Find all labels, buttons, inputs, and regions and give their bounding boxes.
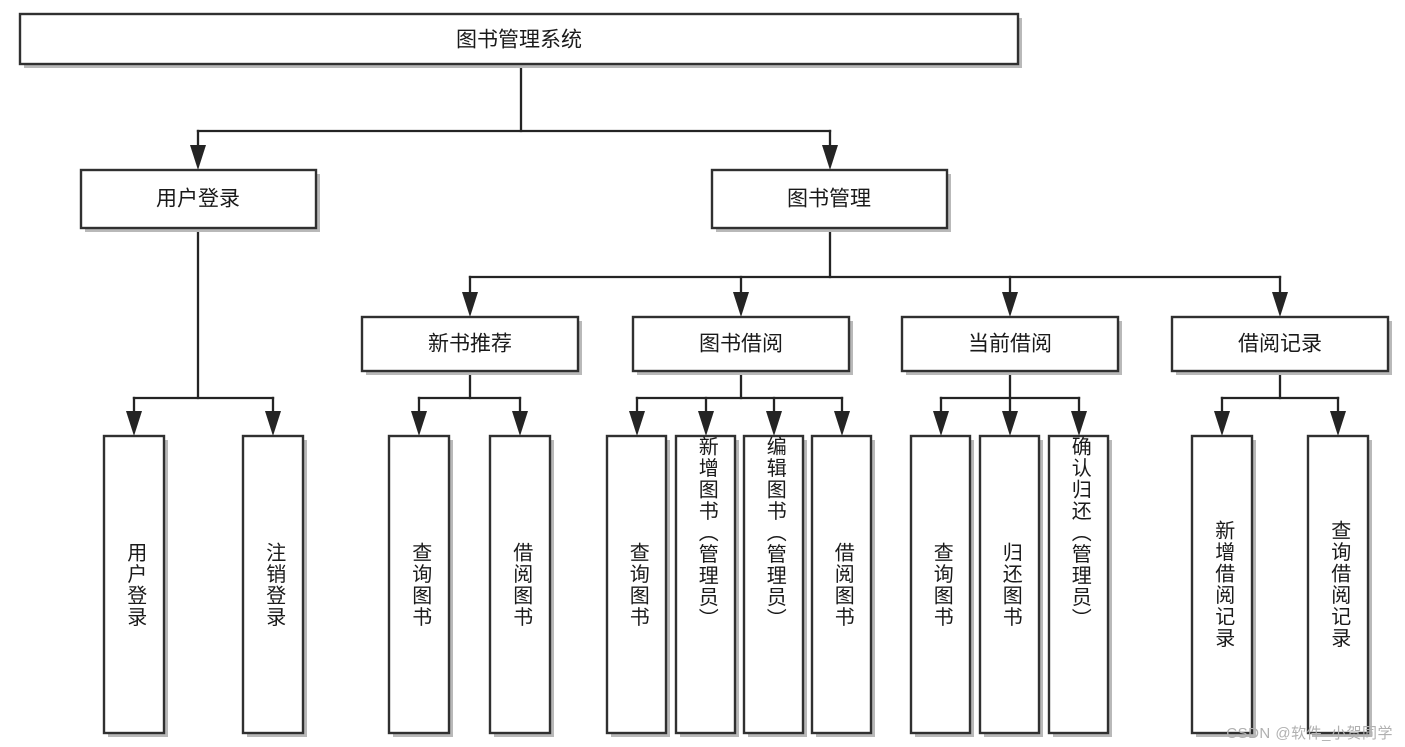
user-login-box — [79, 168, 318, 230]
arrow-newbook-leaf-1 — [411, 411, 427, 436]
leaf-node-book-borrow-4[interactable] — [810, 434, 875, 737]
leaf-node-current-borrow-2[interactable] — [978, 434, 1043, 737]
arrow-bookborrow-leaf-2 — [698, 411, 714, 436]
arrow-borrowrecord-leaf-1 — [1214, 411, 1230, 436]
arrow-to-borrow-record — [1272, 292, 1288, 317]
arrow-to-book-manage — [822, 145, 838, 170]
borrow-record-box — [1170, 315, 1390, 373]
leaf-box — [742, 434, 805, 735]
leaf-box — [605, 434, 668, 735]
user-login-label: 用户登录 — [156, 188, 240, 211]
book-manage-label: 图书管理 — [787, 188, 871, 211]
node-user-login[interactable]: 用户登录 — [79, 168, 320, 232]
csdn-watermark: CSDN @软件_小贺同学 — [1226, 725, 1393, 742]
edge-layer — [126, 66, 1346, 436]
arrow-to-leaf-logout — [265, 411, 281, 436]
arrow-newbook-leaf-2 — [512, 411, 528, 436]
leaf-node-current-borrow-3[interactable] — [1047, 434, 1112, 737]
leaf-node-new-book-1[interactable] — [387, 434, 453, 737]
node-book-borrow[interactable]: 图书借阅 — [631, 315, 853, 375]
leaf-box — [810, 434, 873, 735]
node-new-book-recommend[interactable]: 新书推荐 — [360, 315, 582, 375]
leaf-node-new-book-2[interactable] — [488, 434, 554, 737]
arrow-borrowrecord-leaf-2 — [1330, 411, 1346, 436]
book-borrow-label: 图书借阅 — [699, 333, 783, 356]
arrow-bookborrow-leaf-3 — [766, 411, 782, 436]
leaf-node-book-borrow-3[interactable] — [742, 434, 807, 737]
root-label: 图书管理系统 — [456, 29, 582, 52]
node-current-borrow[interactable]: 当前借阅 — [900, 315, 1122, 375]
leaf-node-book-borrow-1[interactable] — [605, 434, 670, 737]
leaf-box — [102, 434, 166, 735]
new-book-label: 新书推荐 — [428, 333, 512, 356]
leaf-box — [978, 434, 1041, 735]
leaf-node-current-borrow-1[interactable] — [909, 434, 974, 737]
arrow-currentborrow-leaf-1 — [933, 411, 949, 436]
arrow-to-book-borrow — [733, 292, 749, 317]
book-manage-box — [710, 168, 949, 230]
node-book-manage[interactable]: 图书管理 — [710, 168, 951, 232]
arrow-to-current-borrow — [1002, 292, 1018, 317]
arrow-bookborrow-leaf-1 — [629, 411, 645, 436]
leaf-node-user-login-2[interactable] — [241, 434, 307, 737]
node-root[interactable]: 图书管理系统 — [18, 12, 1022, 68]
leaf-box — [1306, 434, 1370, 735]
leaf-box — [909, 434, 972, 735]
arrow-currentborrow-leaf-2 — [1002, 411, 1018, 436]
arrow-currentborrow-leaf-3 — [1071, 411, 1087, 436]
arrow-to-leaf-user-login — [126, 411, 142, 436]
book-borrow-box — [631, 315, 851, 373]
leaf-box — [1047, 434, 1110, 735]
arrow-to-user-login — [190, 145, 206, 170]
leaf-node-user-login-1[interactable] — [102, 434, 168, 737]
leaf-box — [488, 434, 552, 735]
leaf-box — [1190, 434, 1254, 735]
node-borrow-record[interactable]: 借阅记录 — [1170, 315, 1392, 375]
leaf-box — [674, 434, 737, 735]
root-box — [18, 12, 1020, 66]
new-book-box — [360, 315, 580, 373]
leaf-node-borrow-record-1[interactable] — [1190, 434, 1256, 737]
leaf-node-borrow-record-2[interactable] — [1306, 434, 1372, 737]
arrow-bookborrow-leaf-4 — [834, 411, 850, 436]
borrow-record-label: 借阅记录 — [1238, 333, 1322, 356]
arrow-to-new-book — [462, 292, 478, 317]
current-borrow-box — [900, 315, 1120, 373]
leaf-box — [387, 434, 451, 735]
leaf-box — [241, 434, 305, 735]
current-borrow-label: 当前借阅 — [968, 333, 1052, 356]
leaf-node-book-borrow-2[interactable] — [674, 434, 739, 737]
